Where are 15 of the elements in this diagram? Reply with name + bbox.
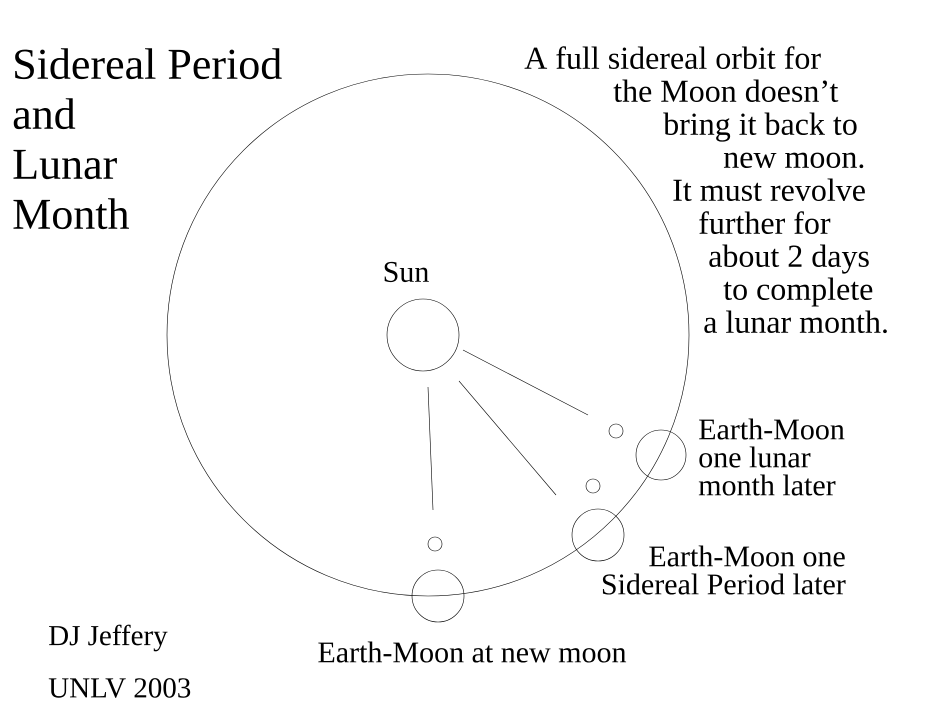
node-caption: Earth-Moon one Sidereal Period later <box>602 545 846 595</box>
note-text: A full sidereal orbit for the Moon doesn’t bring it back to new moon. It must revolve further for about 2 days to complete a lunar month. <box>524 46 887 334</box>
earth-circle <box>412 570 464 622</box>
moon-circle <box>608 424 624 438</box>
earth-circle <box>572 508 624 562</box>
author-text: DJ Jeffery <box>49 624 168 652</box>
earth-circle <box>636 430 686 480</box>
title: Sidereal Period and Lunar Month <box>13 48 282 230</box>
sun-circle <box>386 298 460 372</box>
node-caption: Earth-Moon one lunar month later <box>698 418 844 496</box>
node-caption: Earth-Moon at new moon <box>318 641 626 663</box>
moon-circle <box>586 478 600 494</box>
author-text: UNLV 2003 <box>48 678 190 698</box>
moon-circle <box>428 536 442 552</box>
node-caption: Sun <box>384 262 429 282</box>
